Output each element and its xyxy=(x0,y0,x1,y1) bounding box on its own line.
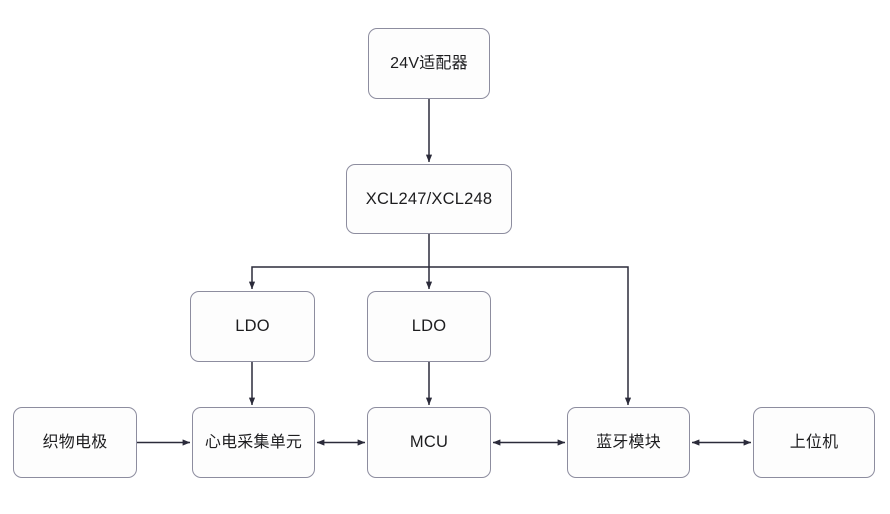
node-label-ldo-right: LDO xyxy=(411,317,447,336)
node-ldo-right[interactable]: LDO xyxy=(367,291,491,362)
node-label-xcl247-xcl248: XCL247/XCL248 xyxy=(365,189,493,208)
node-bluetooth-module[interactable]: 蓝牙模块 xyxy=(567,407,690,478)
node-mcu[interactable]: MCU xyxy=(367,407,491,478)
node-label-host-computer: 上位机 xyxy=(789,433,839,451)
node-label-bluetooth-module: 蓝牙模块 xyxy=(596,433,661,451)
node-label-mcu: MCU xyxy=(409,433,449,452)
node-label-24v-adapter: 24V适配器 xyxy=(390,54,468,72)
node-label-ldo-left: LDO xyxy=(235,317,270,336)
edge-xcl-rail-left xyxy=(248,266,429,290)
node-ecg-acquisition-unit[interactable]: 心电采集单元 xyxy=(192,407,315,478)
node-label-ecg-acquisition-unit: 心电采集单元 xyxy=(204,433,303,451)
node-ldo-left[interactable]: LDO xyxy=(190,291,315,362)
node-xcl247-xcl248[interactable]: XCL247/XCL248 xyxy=(346,164,512,234)
node-fabric-electrode[interactable]: 织物电极 xyxy=(13,407,137,478)
node-host-computer[interactable]: 上位机 xyxy=(753,407,875,478)
node-24v-adapter[interactable]: 24V适配器 xyxy=(368,28,490,99)
node-label-fabric-electrode: 织物电极 xyxy=(42,433,108,451)
